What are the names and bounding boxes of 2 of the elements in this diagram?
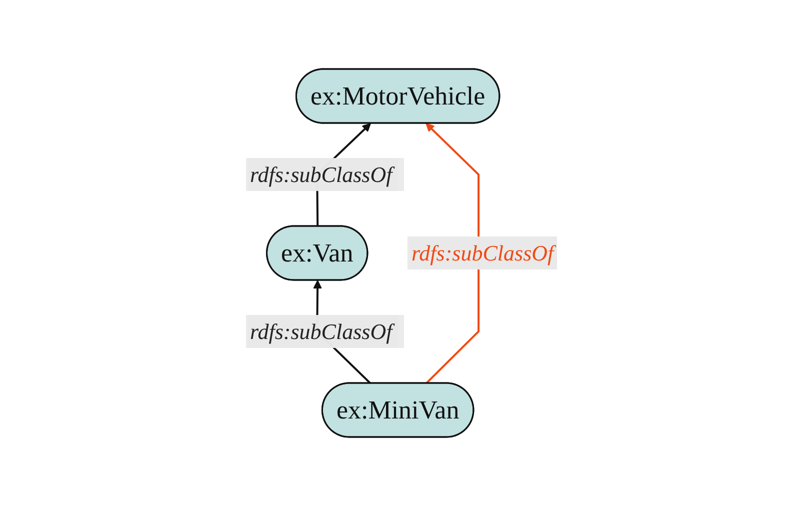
edge-label: rdfs:subClassOf	[411, 240, 554, 265]
arrow	[425, 122, 480, 384]
